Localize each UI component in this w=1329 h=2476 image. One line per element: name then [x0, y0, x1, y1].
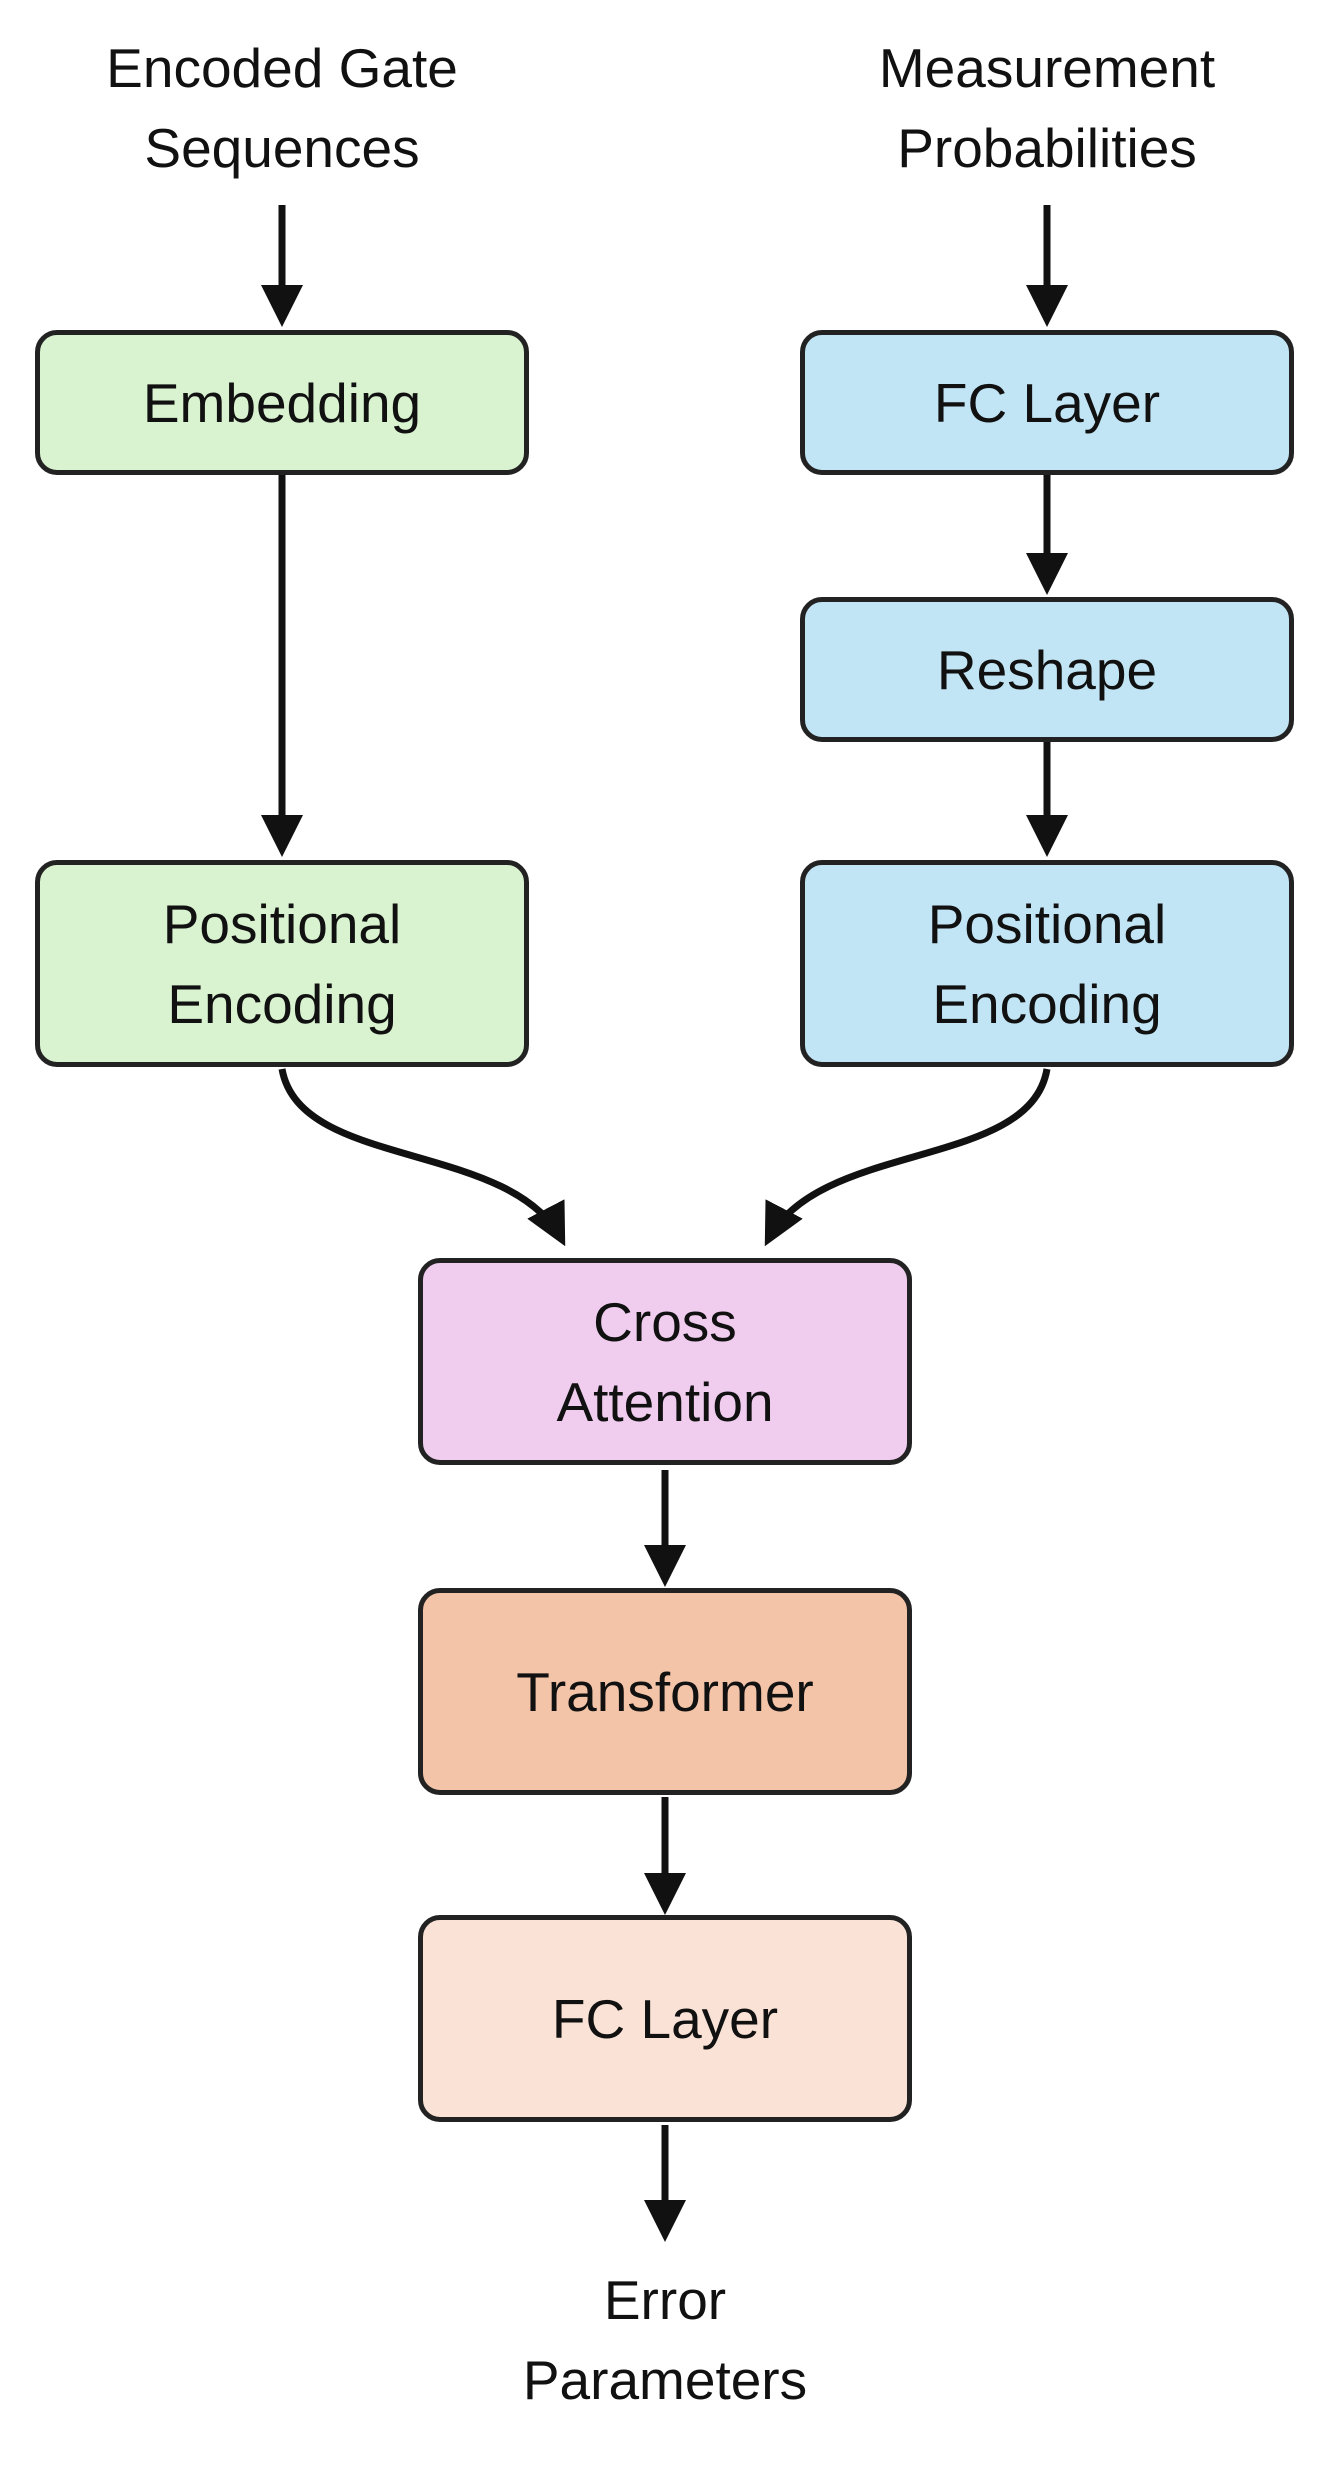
fc-layer-output-box: FC Layer [418, 1915, 912, 2122]
output-label-error-parameters: Error Parameters [522, 2269, 808, 2411]
cross-attention-box: Cross Attention [418, 1258, 912, 1465]
fc-layer-input-box: FC Layer [800, 330, 1294, 475]
transformer-box: Transformer [418, 1588, 912, 1795]
arrow-positional-left-to-cross-attention [278, 1068, 566, 1247]
positional-encoding-left-box: Positional Encoding [35, 860, 529, 1067]
input-label-measurement-probabilities: Measurement Probabilities [878, 37, 1216, 179]
reshape-box: Reshape [800, 597, 1294, 742]
arrow-positional-right-to-cross-attention [764, 1068, 1051, 1247]
embedding-box: Embedding [35, 330, 529, 475]
input-label-encoded-gate-sequences: Encoded Gate Sequences [106, 37, 458, 179]
positional-encoding-right-box: Positional Encoding [800, 860, 1294, 1067]
